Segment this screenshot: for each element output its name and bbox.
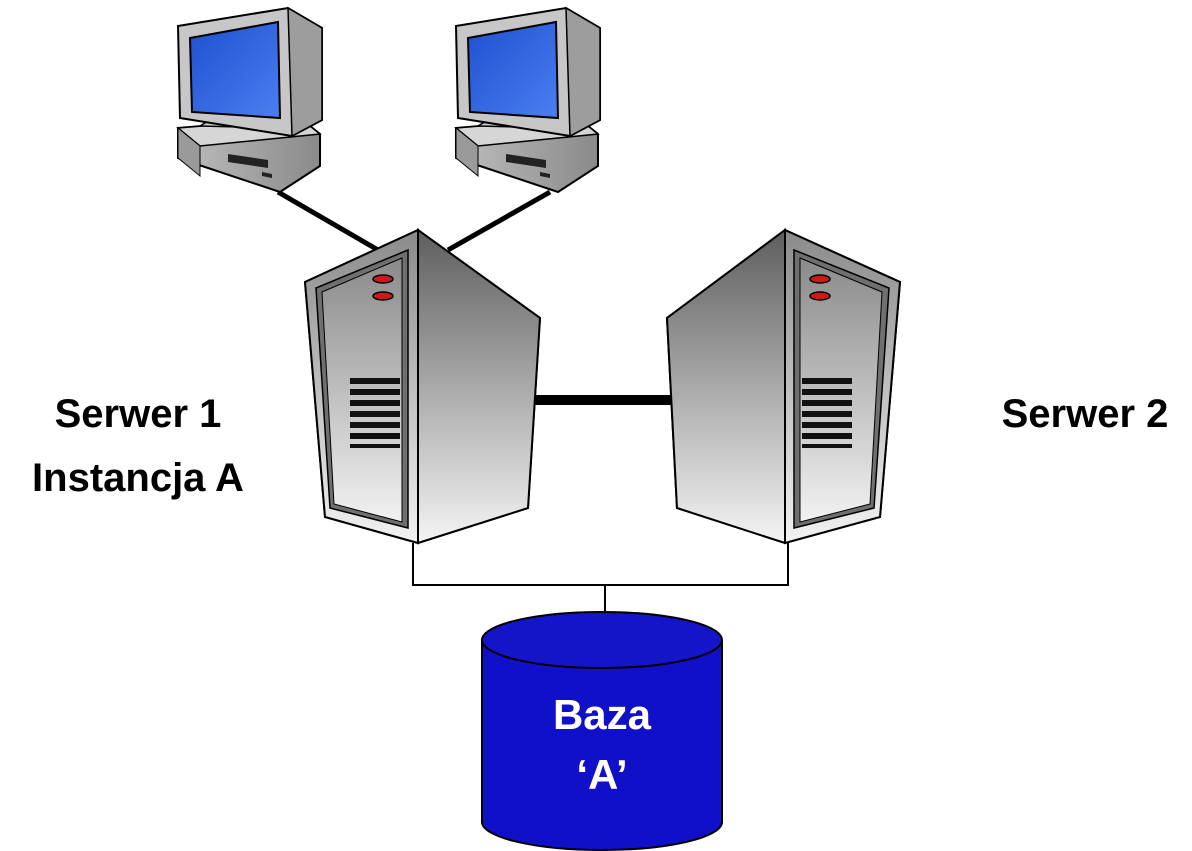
server2-label: Serwer 2 <box>985 390 1185 438</box>
led-icon <box>809 274 831 284</box>
server1-instance: Instancja A <box>32 456 244 500</box>
workstation-icon <box>176 6 323 194</box>
server-tower-icon <box>303 228 542 545</box>
database-cylinder-icon <box>481 611 723 851</box>
server2-name: Serwer 2 <box>1001 392 1169 436</box>
link-workstation2-server1 <box>446 189 552 253</box>
server-tower-icon <box>665 228 902 545</box>
storage-bus <box>412 543 789 612</box>
server1-label: Serwer 1 Instancja A <box>18 390 258 502</box>
led-icon <box>372 274 394 284</box>
workstation-icon <box>454 6 601 194</box>
vent-icon <box>802 378 852 448</box>
database-label: Baza ‘A’ <box>480 690 724 801</box>
vent-icon <box>350 378 400 448</box>
database-name: Baza <box>552 691 652 738</box>
server1-name: Serwer 1 <box>54 392 222 436</box>
link-workstation1-server1 <box>276 189 380 253</box>
led-icon <box>809 291 831 301</box>
database-id: ‘A’ <box>576 751 628 799</box>
led-icon <box>372 291 394 301</box>
